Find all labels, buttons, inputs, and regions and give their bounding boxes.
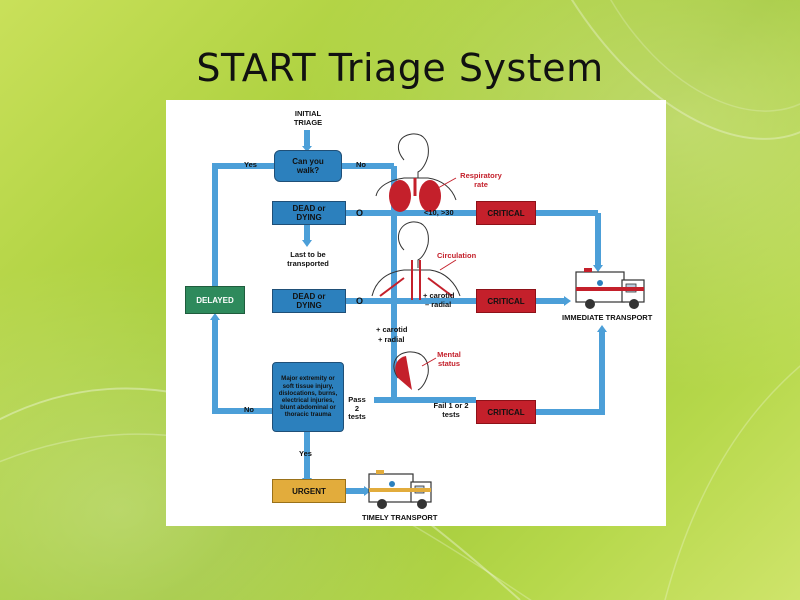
can-you-walk-box: Can you walk? <box>274 150 342 182</box>
circulation-label: Circulation <box>437 251 477 260</box>
urgent-box: URGENT <box>272 479 346 503</box>
initial-triage-label: INITIAL TRIAGE <box>293 109 323 127</box>
respiratory-criteria-label: <10, >30 <box>424 208 454 217</box>
lungs-picture <box>389 180 441 212</box>
plus-carotid-right-label: + carotid <box>423 291 455 300</box>
dead-or-dying-box-1: DEAD or DYING <box>272 201 346 225</box>
circulation-figure <box>371 221 461 297</box>
respiratory-rate-label: Respiratory rate <box>460 171 502 189</box>
yes-injury-label: Yes <box>299 449 312 458</box>
flow-connectors <box>210 130 645 509</box>
triage-diagram-panel: INITIAL TRIAGE Can you walk? Yes No DEAD… <box>166 100 666 526</box>
fail-tests-label: Fail 1 or 2 tests <box>433 401 469 419</box>
critical-box-3: CRITICAL <box>476 400 536 424</box>
mental-status-label: Mental status <box>437 350 461 368</box>
last-to-be-transported-label: Last to be transported <box>287 250 329 268</box>
critical-box-1: CRITICAL <box>476 201 536 225</box>
pass-tests-label: Pass 2 tests <box>348 395 366 421</box>
plus-carotid-below-label: + carotid <box>376 325 408 334</box>
critical-box-2: CRITICAL <box>476 289 536 313</box>
delayed-box: DELAYED <box>185 286 245 314</box>
dead-or-dying-box-2: DEAD or DYING <box>272 289 346 313</box>
immediate-transport-label: IMMEDIATE TRANSPORT <box>562 313 653 322</box>
yes-walk-label: Yes <box>244 160 257 169</box>
no-injury-label: No <box>244 405 254 414</box>
ambulance-timely-picture <box>368 470 432 509</box>
minus-radial-label: – radial <box>425 300 452 309</box>
mental-status-figure <box>393 351 429 391</box>
injury-criteria-box: Major extremity or soft tissue injury, d… <box>272 362 344 432</box>
timely-transport-label: TIMELY TRANSPORT <box>362 513 438 522</box>
o-label-2: O <box>356 296 364 306</box>
no-walk-label: No <box>356 160 366 169</box>
plus-radial-below-label: + radial <box>378 335 405 344</box>
o-label-1: O <box>356 208 364 218</box>
ambulance-immediate-picture <box>575 268 645 309</box>
slide-title: START Triage System <box>196 46 604 90</box>
